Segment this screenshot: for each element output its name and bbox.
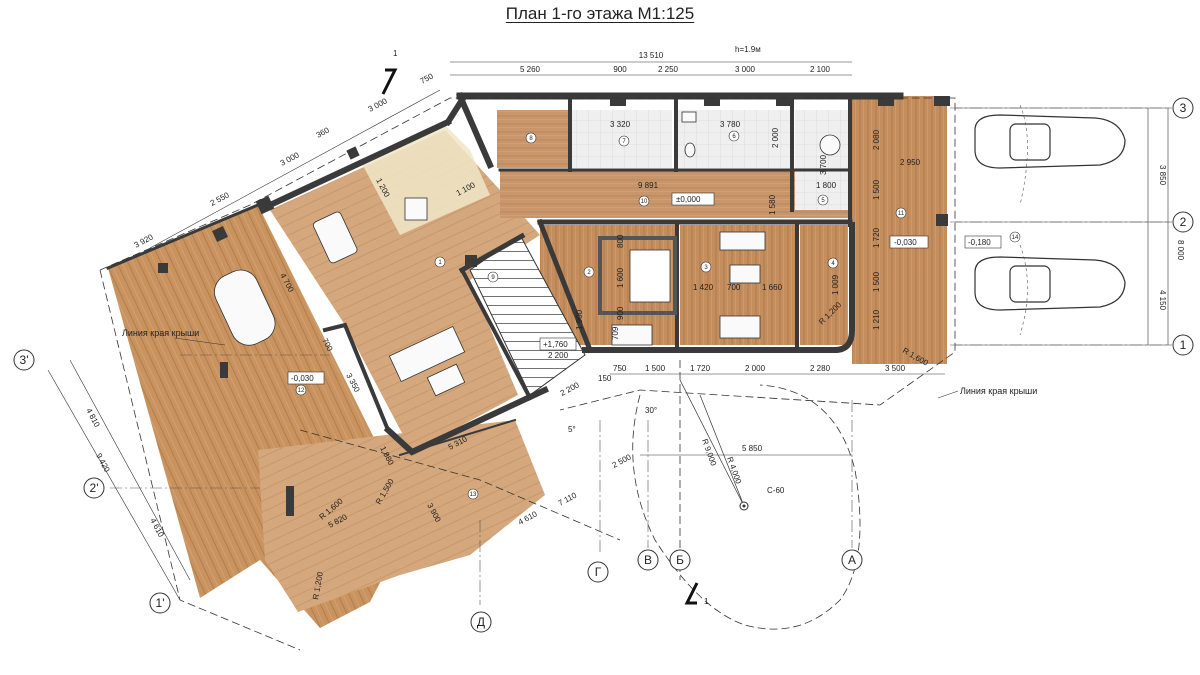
living-1-floor: [270, 130, 540, 452]
svg-text:1 720: 1 720: [690, 364, 711, 373]
svg-text:2: 2: [587, 270, 591, 276]
svg-text:1 720: 1 720: [872, 227, 881, 248]
svg-text:1 660: 1 660: [762, 283, 783, 292]
section-mark-bottom: 1: [704, 597, 709, 606]
top-dim-5: 2 100: [810, 65, 831, 74]
svg-text:750: 750: [613, 364, 627, 373]
svg-text:4: 4: [831, 261, 835, 267]
svg-text:3 320: 3 320: [610, 120, 631, 129]
svg-text:±0,000: ±0,000: [676, 195, 701, 204]
svg-text:+1,760: +1,760: [543, 340, 568, 349]
level-marks: ±0,000 -0,030 -0,180 -0,030 +1,760: [287, 192, 1002, 385]
svg-text:150: 150: [598, 374, 612, 383]
diag-dim-3: 360: [315, 125, 331, 139]
left-dim-1: 4 810: [84, 407, 102, 429]
diag-dim-5: 2 550: [209, 190, 231, 208]
svg-text:2 080: 2 080: [872, 129, 881, 150]
axis-3: 3: [1180, 101, 1187, 115]
top-dim-4: 3 000: [735, 65, 756, 74]
svg-text:900: 900: [616, 306, 625, 320]
radius-4000: R 4,000: [725, 456, 743, 486]
svg-text:10: 10: [641, 199, 648, 205]
plan-title: План 1-го этажа М1:125: [505, 4, 695, 23]
roof-edge-label-left: Линия края крыши: [122, 328, 199, 338]
diag-dim-1: 750: [419, 71, 435, 85]
svg-text:1 580: 1 580: [768, 194, 777, 215]
left-dim-3: 4 610: [148, 517, 166, 539]
right-dim-2: 4 150: [1158, 290, 1167, 311]
svg-text:700: 700: [727, 283, 741, 292]
car-icon: [974, 114, 1126, 311]
svg-text:14: 14: [1012, 235, 1019, 241]
axis-1: 1: [1180, 338, 1187, 352]
svg-text:2 200: 2 200: [559, 380, 581, 398]
axis-3-prime: 3': [20, 353, 29, 367]
axis-V: В: [644, 553, 652, 567]
axis-B: Б: [676, 553, 684, 567]
svg-text:3 780: 3 780: [720, 120, 741, 129]
svg-text:1 500: 1 500: [872, 271, 881, 292]
top-total-dim: 13 510: [639, 51, 664, 60]
room-numbers: 1 2 3 4 5 6 7 8 9 10 11 12 13 14: [295, 130, 1021, 500]
svg-text:709: 709: [611, 326, 620, 340]
tree-label: С-60: [767, 486, 785, 495]
svg-text:1 500: 1 500: [645, 364, 666, 373]
diag-dim-4: 3 000: [279, 150, 301, 168]
roof-edge-label-right: Линия края крыши: [960, 386, 1037, 396]
svg-text:2 280: 2 280: [810, 364, 831, 373]
svg-text:5 850: 5 850: [742, 444, 763, 453]
diag-dim-2: 3 000: [367, 96, 389, 114]
angle-5: 5°: [568, 425, 576, 434]
axis-2-prime: 2': [90, 481, 99, 495]
axis-2: 2: [1180, 215, 1187, 229]
svg-text:7 110: 7 110: [557, 490, 579, 507]
angle-30: 30°: [645, 406, 657, 415]
svg-text:9 891: 9 891: [638, 181, 659, 190]
svg-text:1 600: 1 600: [616, 267, 625, 288]
right-total-dim: 8 000: [1176, 240, 1185, 261]
svg-text:-0,180: -0,180: [968, 238, 991, 247]
svg-text:5: 5: [821, 198, 825, 204]
axis-1-prime: 1': [156, 596, 165, 610]
svg-text:3 500: 3 500: [885, 364, 906, 373]
svg-text:12: 12: [298, 388, 305, 394]
svg-text:6: 6: [732, 134, 736, 140]
axis-A: А: [848, 553, 856, 567]
svg-text:2 200: 2 200: [548, 351, 569, 360]
svg-text:2 950: 2 950: [900, 158, 921, 167]
svg-text:2 000: 2 000: [771, 127, 780, 148]
radius-9000: R 9,000: [700, 438, 718, 468]
axis-D: Д: [477, 615, 485, 629]
svg-text:1 210: 1 210: [872, 309, 881, 330]
svg-text:1 420: 1 420: [693, 283, 714, 292]
svg-text:3: 3: [704, 265, 708, 271]
terrace-13-floor: [258, 420, 545, 612]
svg-text:2 500: 2 500: [611, 452, 633, 470]
svg-text:2 000: 2 000: [745, 364, 766, 373]
svg-text:1 500: 1 500: [872, 179, 881, 200]
svg-text:7: 7: [622, 139, 626, 145]
svg-text:-0,030: -0,030: [291, 374, 314, 383]
axis-G: Г: [595, 565, 602, 579]
svg-text:9: 9: [491, 275, 495, 281]
svg-text:1: 1: [438, 260, 442, 266]
svg-text:11: 11: [898, 211, 905, 217]
top-dim-3: 2 250: [658, 65, 679, 74]
svg-text:8: 8: [529, 136, 533, 142]
height-note: h=1.9м: [735, 45, 761, 54]
top-dim-1: 5 260: [520, 65, 541, 74]
svg-text:3 700: 3 700: [819, 154, 828, 175]
right-dim-1: 3 850: [1158, 165, 1167, 186]
svg-text:13: 13: [470, 492, 477, 498]
svg-text:1 900: 1 900: [575, 309, 584, 330]
svg-text:1 009: 1 009: [831, 274, 840, 295]
svg-text:-0,030: -0,030: [894, 238, 917, 247]
left-dim-2: 9 420: [94, 452, 112, 474]
svg-text:800: 800: [616, 234, 625, 248]
section-mark-top: 1: [393, 49, 398, 58]
svg-text:1 800: 1 800: [816, 181, 837, 190]
top-dim-2: 900: [613, 65, 627, 74]
